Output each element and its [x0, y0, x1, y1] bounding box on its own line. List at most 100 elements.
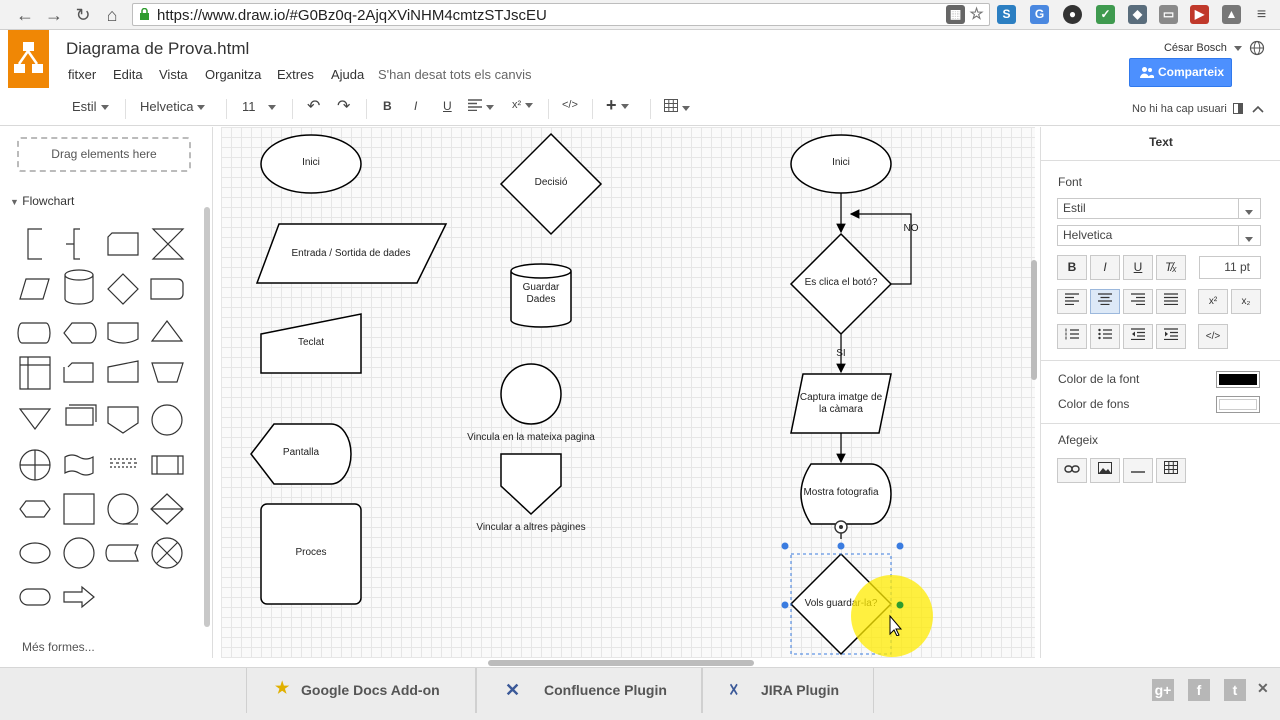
shape-predefined-process[interactable] [151, 455, 184, 475]
shape-screen[interactable] [250, 423, 352, 485]
insert-image-icon[interactable] [1090, 458, 1120, 483]
document-title[interactable]: Diagrama de Prova.html [66, 39, 250, 58]
shape-annotation-2[interactable] [66, 228, 80, 260]
shape-annotation[interactable] [27, 228, 42, 260]
canvas-horizontal-scrollbar[interactable] [488, 660, 754, 666]
shape-direct-data[interactable] [17, 322, 51, 344]
shape-same-page-link[interactable] [500, 363, 562, 425]
canvas-vertical-scrollbar[interactable] [1031, 260, 1037, 380]
more-shapes-link[interactable]: Més formes... [22, 640, 95, 654]
checkmark-extension-icon[interactable]: ✓ [1096, 5, 1115, 24]
resize-handle[interactable] [896, 542, 904, 550]
align-justify-button[interactable] [1156, 289, 1186, 314]
shape-manual-input[interactable] [107, 360, 139, 383]
connector-no-loop[interactable] [849, 209, 912, 285]
insert-link-icon[interactable] [1057, 458, 1087, 483]
shape-extract[interactable] [150, 320, 184, 342]
shape-io[interactable] [255, 223, 448, 284]
table-dropdown[interactable] [664, 99, 690, 115]
shape-document[interactable] [107, 322, 139, 344]
skype-extension-icon[interactable]: S [997, 5, 1016, 24]
shape-keyboard[interactable] [260, 313, 362, 374]
bold-button[interactable]: B [383, 99, 392, 113]
close-icon[interactable]: ✕ [1257, 680, 1269, 696]
collapse-icon[interactable] [1252, 101, 1264, 116]
subscript-toggle[interactable]: x₂ [1231, 289, 1261, 314]
shape-delay[interactable] [150, 278, 184, 300]
back-icon[interactable]: ← [16, 5, 34, 25]
superscript-toggle[interactable]: x² [1198, 289, 1228, 314]
shape-multi-document[interactable] [65, 404, 97, 426]
page-action-icon[interactable]: ▦ [946, 5, 965, 24]
shape-collate[interactable] [151, 228, 185, 260]
background-color-swatch[interactable] [1216, 396, 1260, 413]
connection-point[interactable] [896, 601, 904, 609]
pin-extension-icon[interactable]: ▶ [1190, 5, 1209, 24]
shape-offpage-reference[interactable] [107, 406, 139, 434]
bullet-list-icon[interactable] [1090, 324, 1120, 349]
html-toggle[interactable]: </> [1198, 324, 1228, 349]
shape-merge[interactable] [18, 408, 52, 430]
twitter-icon[interactable]: t [1224, 679, 1246, 701]
resize-handle[interactable] [837, 542, 845, 550]
align-right-button[interactable] [1123, 289, 1153, 314]
panel-toggle-icon[interactable] [1233, 102, 1243, 117]
italic-toggle[interactable]: I [1090, 255, 1120, 280]
user-name[interactable]: César Bosch [1164, 42, 1242, 54]
forward-icon[interactable]: → [45, 5, 63, 25]
scratchpad-dropzone[interactable]: Drag elements here [17, 137, 191, 172]
flow-display-node[interactable] [800, 463, 892, 525]
shape-internal-storage[interactable] [19, 356, 51, 390]
reload-icon[interactable]: ↻ [75, 5, 91, 25]
style-dropdown[interactable]: Estil [72, 99, 109, 114]
globe-icon[interactable] [1249, 40, 1265, 56]
shape-display[interactable] [63, 322, 97, 344]
menu-arrange[interactable]: Organitza [205, 67, 262, 82]
undo-icon[interactable]: ↶ [307, 98, 321, 115]
chrome-menu-icon[interactable]: ≡ [1256, 6, 1267, 23]
shape-sort[interactable] [150, 493, 184, 525]
shape-terminator[interactable] [19, 588, 51, 606]
flowchart-section-header[interactable]: ▼ Flowchart [10, 194, 75, 208]
shape-on-page-reference[interactable] [151, 404, 183, 436]
diagram-canvas[interactable]: Inici Entrada / Sortida de dades Teclat … [221, 127, 1035, 658]
shape-database[interactable] [64, 269, 94, 305]
underline-button[interactable]: U [443, 99, 452, 113]
facebook-icon[interactable]: f [1188, 679, 1210, 701]
superscript-dropdown[interactable]: x² [512, 99, 534, 111]
menu-edit[interactable]: Edita [113, 67, 143, 82]
align-left-button[interactable] [1057, 289, 1087, 314]
menu-view[interactable]: Vista [159, 67, 188, 82]
font-color-swatch[interactable] [1216, 371, 1260, 388]
insert-dropdown[interactable]: + [606, 95, 629, 116]
google-plus-icon[interactable]: g+ [1152, 679, 1174, 701]
shape-sequential-data[interactable] [107, 493, 139, 525]
font-size-dropdown[interactable]: 11 [242, 99, 276, 114]
insert-hr-icon[interactable] [1123, 458, 1153, 483]
shape-paper-tape[interactable] [64, 454, 94, 476]
screen-extension-icon[interactable]: ▭ [1159, 5, 1178, 24]
shape-loop-limit[interactable] [63, 362, 94, 383]
underline-toggle[interactable]: U [1123, 255, 1153, 280]
bold-toggle[interactable]: B [1057, 255, 1087, 280]
sidebar-scrollbar[interactable] [204, 207, 210, 627]
shape-other-page-link[interactable] [500, 453, 562, 516]
jira-plugin-link[interactable]: ☓ JIRA Plugin [702, 668, 874, 713]
shape-start-2[interactable] [63, 537, 95, 569]
flow-capture-node[interactable] [790, 373, 892, 434]
menu-extras[interactable]: Extres [277, 67, 314, 82]
resize-handle[interactable] [781, 601, 789, 609]
shape-transfer[interactable] [63, 585, 95, 609]
align-center-button[interactable] [1090, 289, 1120, 314]
shape-stored-data[interactable] [105, 544, 139, 562]
numbered-list-icon[interactable] [1057, 324, 1087, 349]
shape-inici-left[interactable] [260, 134, 362, 194]
google-docs-addon-link[interactable]: ★ Google Docs Add-on [246, 668, 476, 713]
html-button[interactable]: </> [562, 99, 578, 111]
insert-table-icon[interactable] [1156, 458, 1186, 483]
shape-process[interactable] [63, 493, 95, 525]
style-select[interactable]: Estil [1057, 198, 1261, 219]
drive-extension-icon[interactable]: ▲ [1222, 5, 1241, 24]
shape-data[interactable] [19, 278, 50, 300]
font-size-input[interactable]: 11 pt [1199, 256, 1261, 279]
